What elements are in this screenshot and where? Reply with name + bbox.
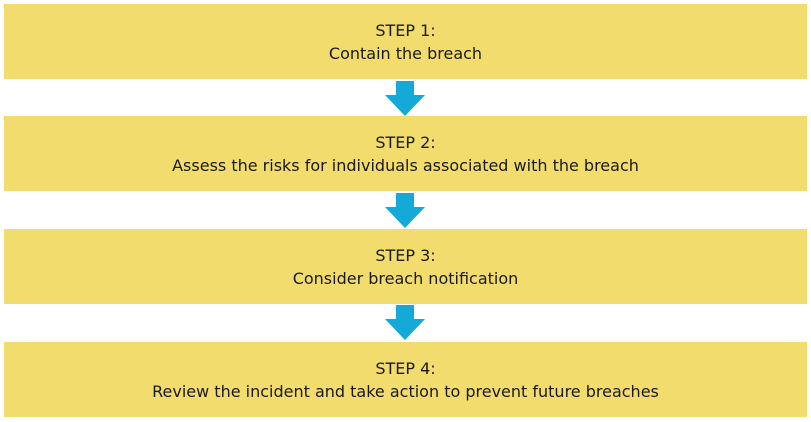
step-4-text: Review the incident and take action to p… — [152, 381, 659, 401]
step-2-box: STEP 2: Assess the risks for individuals… — [4, 116, 807, 191]
arrow-down-icon — [385, 81, 425, 116]
step-4-heading: STEP 4: — [375, 358, 436, 378]
step-1-box: STEP 1: Contain the breach — [4, 4, 807, 79]
step-3-heading: STEP 3: — [375, 245, 436, 265]
step-4-box: STEP 4: Review the incident and take act… — [4, 342, 807, 417]
arrow-down-icon — [385, 193, 425, 228]
step-1-heading: STEP 1: — [375, 20, 436, 40]
step-1-text: Contain the breach — [328, 43, 483, 63]
step-2-text: Assess the risks for individuals associa… — [172, 155, 639, 175]
step-3-box: STEP 3: Consider breach notification — [4, 229, 807, 304]
arrow-down-icon — [385, 305, 425, 340]
step-2-heading: STEP 2: — [375, 132, 436, 152]
step-3-text: Consider breach notification — [292, 268, 519, 288]
